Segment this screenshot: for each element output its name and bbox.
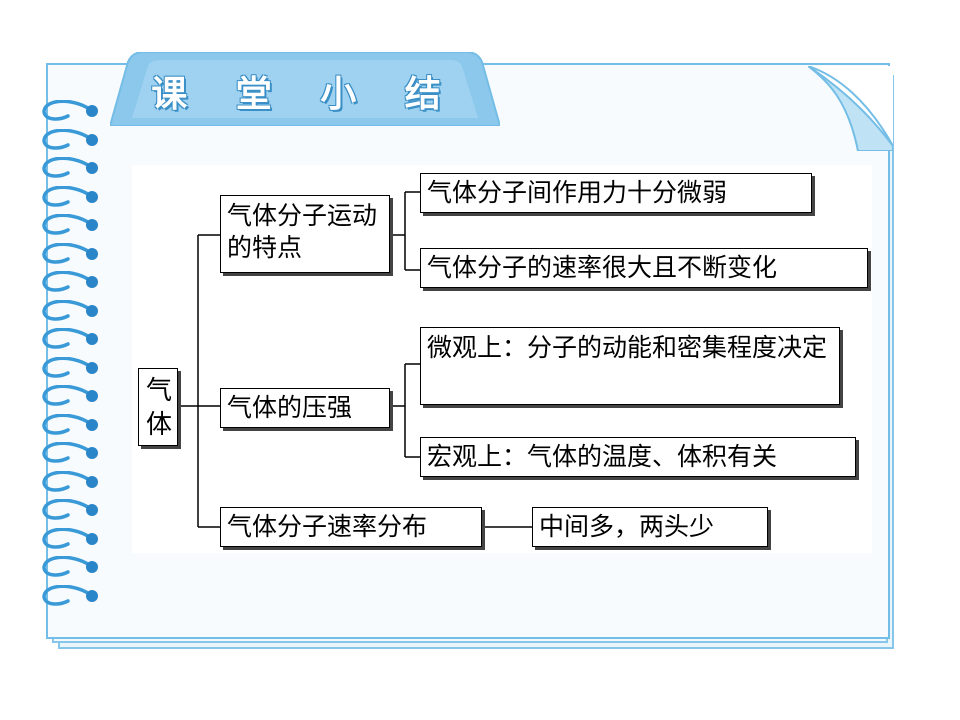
page-curl-icon [808,66,893,151]
spiral-ring-icon [42,299,98,321]
leaf-node-macro-view: 宏观上：气体的温度、体积有关 [420,437,856,477]
spiral-ring-icon [42,470,98,492]
spiral-ring-icon [42,385,98,406]
branch-node-pressure: 气体的压强 [220,388,390,428]
spiral-ring-icon [42,128,98,150]
spiral-ring-icon [42,442,98,463]
spiral-ring-icon [42,100,98,121]
spiral-ring-icon [42,499,98,520]
spiral-ring-icon [42,185,98,207]
spiral-ring-icon [42,242,98,264]
spiral-ring-icon [42,584,98,606]
page-title: 课 堂 小 结 [151,74,459,115]
leaf-node-micro-view: 微观上：分子的动能和密集程度决定 [420,327,840,405]
title-tab [110,52,500,126]
spiral-ring-icon [42,356,98,378]
branch-node-distribution: 气体分子速率分布 [220,507,482,547]
spiral-ring-icon [42,214,98,235]
spiral-ring-icon [42,556,98,577]
leaf-node-fast-speed: 气体分子的速率很大且不断变化 [420,248,868,288]
spiral-ring-icon [42,527,98,549]
branch-node-motion: 气体分子运动的特点 [220,195,390,273]
spiral-ring-icon [42,157,98,178]
root-node: 气体 [138,368,178,446]
spiral-ring-icon [42,413,98,435]
leaf-node-weak-force: 气体分子间作用力十分微弱 [420,173,812,213]
leaf-node-distribution-shape: 中间多，两头少 [532,507,768,547]
spiral-ring-icon [42,271,98,292]
spiral-ring-icon [42,328,98,349]
